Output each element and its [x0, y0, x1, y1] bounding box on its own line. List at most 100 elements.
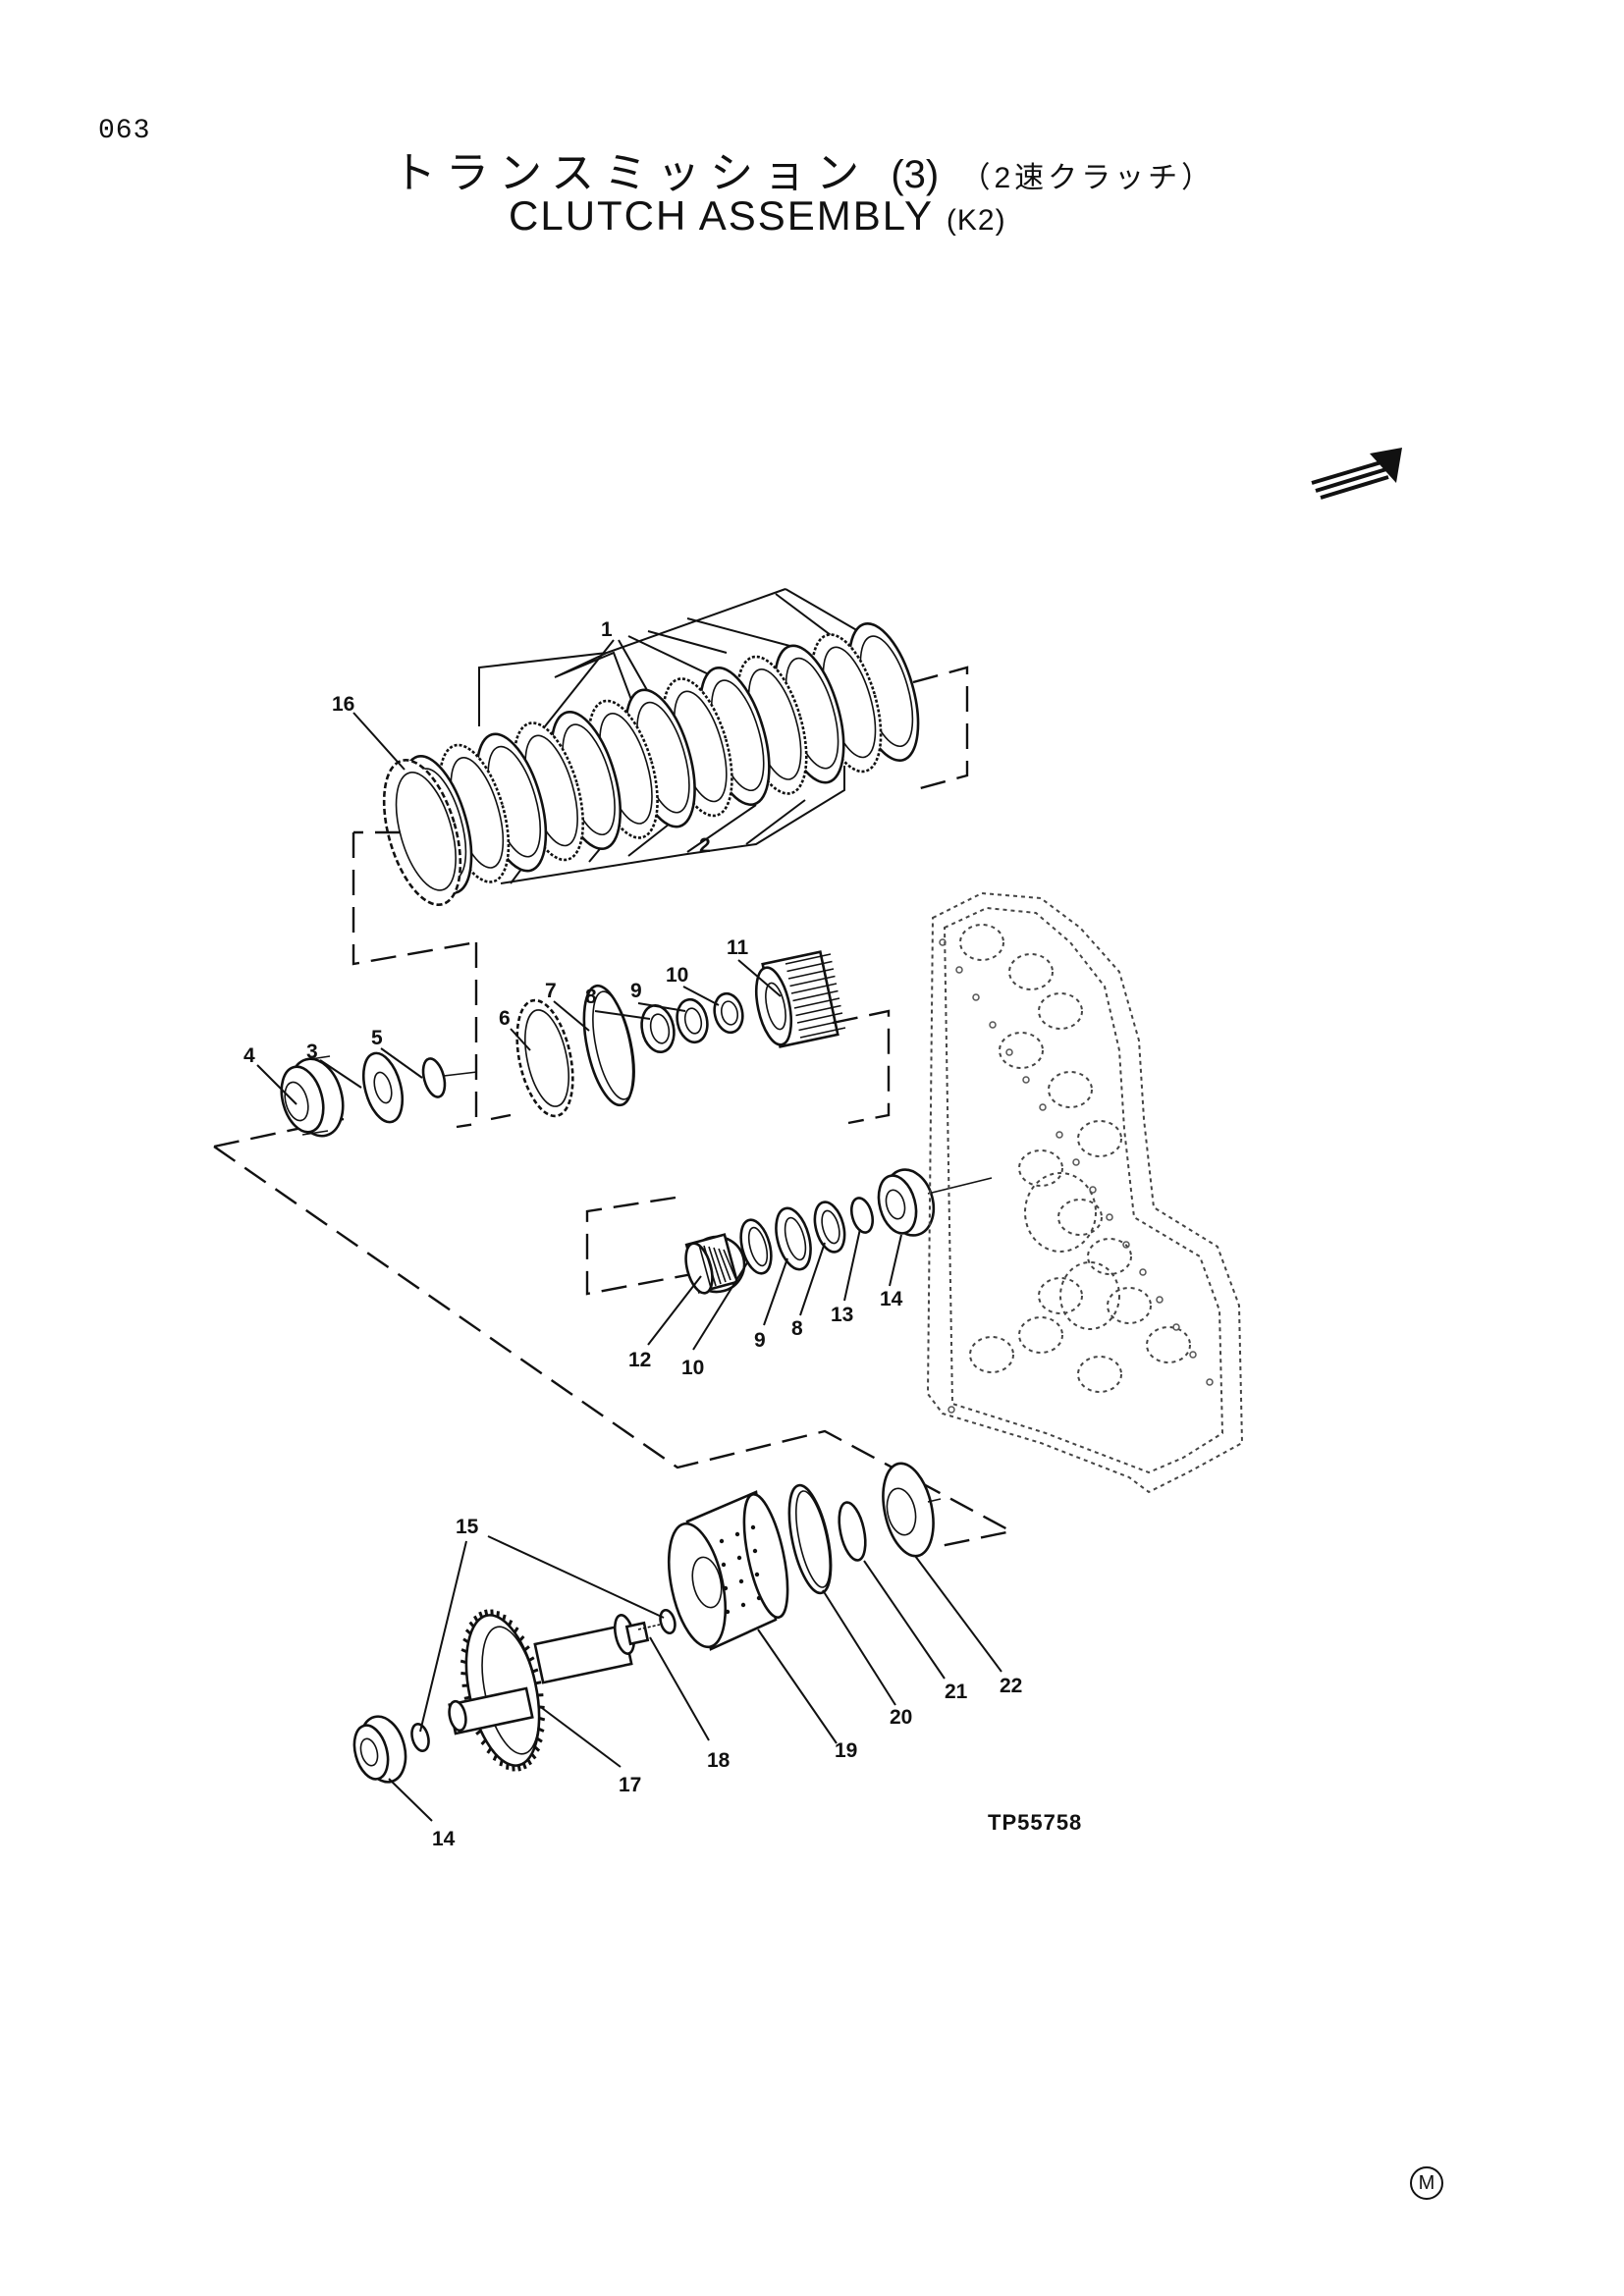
callout-7: 7	[545, 980, 557, 1002]
gear-tooth	[793, 997, 840, 1009]
housing-bore	[1059, 1261, 1120, 1330]
drum-hole	[723, 1585, 729, 1591]
drum-hole	[754, 1572, 760, 1577]
housing-bore	[1024, 1172, 1097, 1253]
title-en-sub: (K2)	[946, 204, 1006, 237]
drum-hole	[721, 1562, 727, 1568]
bearing-group	[585, 1168, 993, 1296]
gear-tooth	[789, 975, 836, 988]
bolt-hole	[1139, 1268, 1147, 1276]
bolt-hole	[1005, 1048, 1013, 1056]
callout-9b: 9	[754, 1329, 766, 1352]
bolt-hole	[1022, 1076, 1030, 1084]
corner-mark: M	[1410, 2166, 1443, 2200]
needle-roller	[703, 1245, 717, 1287]
gear-tooth	[538, 1716, 546, 1722]
gear-tooth	[787, 968, 835, 980]
callout-5: 5	[371, 1027, 383, 1049]
bolt-hole	[1056, 1131, 1063, 1139]
gear-tooth	[502, 1614, 507, 1622]
gear-tooth	[516, 1764, 521, 1772]
bolt-hole	[1106, 1213, 1113, 1221]
gear-tooth	[468, 1621, 475, 1629]
gear-tooth	[518, 1634, 525, 1642]
plate-16	[382, 759, 462, 906]
bolt-hole	[1089, 1186, 1097, 1194]
housing-cavity	[999, 1032, 1044, 1069]
gear-tooth	[537, 1727, 545, 1733]
gear-tooth	[523, 1645, 530, 1652]
drum-hole	[756, 1595, 762, 1601]
housing-cavity	[1018, 1316, 1063, 1354]
bolt-hole	[1072, 1158, 1080, 1166]
drum-hole	[750, 1524, 756, 1530]
gear-tooth	[790, 983, 838, 994]
callout-14b: 14	[432, 1828, 456, 1850]
housing-cavity	[1018, 1149, 1063, 1187]
housing-cavity	[1038, 1277, 1083, 1314]
gear-tooth	[463, 1695, 471, 1700]
middle-group	[213, 942, 891, 1148]
callout-16: 16	[332, 693, 354, 716]
drum-hole	[719, 1538, 725, 1544]
gear-tooth	[513, 1627, 519, 1633]
housing-cavity	[1077, 1356, 1122, 1393]
gear-tooth	[460, 1672, 467, 1676]
page-number: 063	[98, 116, 151, 146]
callout-18: 18	[707, 1749, 731, 1772]
callout-8: 8	[585, 986, 597, 1008]
needle-roller	[723, 1249, 736, 1279]
gear-tooth	[521, 1762, 527, 1770]
housing-cavity	[1077, 1120, 1122, 1157]
gear-tooth	[486, 1747, 493, 1754]
gear-tooth	[475, 1729, 482, 1735]
callout-13: 13	[831, 1304, 853, 1326]
gear-tooth	[530, 1752, 537, 1760]
gear-tooth	[536, 1736, 543, 1743]
gear-tooth	[499, 1759, 504, 1767]
housing-cavity	[1048, 1071, 1093, 1108]
gear-tooth	[473, 1615, 479, 1623]
transmission-housing	[926, 891, 1244, 1494]
gear-tooth	[480, 1738, 487, 1746]
title-jp-main: トランスミッション	[393, 149, 870, 197]
callout-9: 9	[630, 980, 642, 1002]
bolt-hole	[955, 966, 963, 974]
callout-14: 14	[880, 1288, 903, 1310]
needle-roller	[718, 1248, 731, 1281]
gear-11	[754, 950, 846, 1048]
title-english: CLUTCH ASSEMBLY (K2)	[509, 192, 1006, 240]
callout-10: 10	[666, 964, 688, 987]
callout-3: 3	[306, 1041, 318, 1063]
gear-tooth	[792, 989, 839, 1002]
housing-cavity	[1008, 953, 1054, 990]
housing-cavity	[1087, 1238, 1132, 1275]
callout-22: 22	[1000, 1675, 1022, 1697]
bolt-hole	[947, 1406, 955, 1414]
gear-tooth	[478, 1611, 484, 1619]
bolt-hole	[1156, 1296, 1164, 1304]
callout-labels: 1 2 3 4 5 6 7 8 9 10 11 16 12 10 9 8 13 …	[244, 618, 1022, 1850]
bolt-hole	[972, 993, 980, 1001]
gear-tooth	[496, 1611, 500, 1618]
title-jp-number: (3)	[891, 153, 940, 196]
gear-tooth	[484, 1609, 489, 1617]
housing-cavity	[969, 1336, 1014, 1373]
bolt-hole	[1122, 1241, 1130, 1249]
bolt-hole	[1206, 1378, 1214, 1386]
gear-tooth	[533, 1745, 541, 1752]
shaft-group	[352, 1462, 942, 1784]
callout-6: 6	[499, 1007, 511, 1030]
housing-cavity	[1057, 1199, 1103, 1236]
callout-1: 1	[601, 618, 613, 641]
gear-tooth	[492, 1754, 498, 1761]
gear-tooth	[526, 1758, 532, 1766]
gear-tooth	[786, 960, 833, 973]
callout-12: 12	[628, 1349, 651, 1371]
drum-hole	[736, 1555, 742, 1561]
drawing-code: TP55758	[988, 1810, 1082, 1835]
callout-17: 17	[619, 1774, 641, 1796]
title-japanese: トランスミッション (3) （2速クラッチ）	[393, 137, 1215, 200]
plate-16-inner	[395, 772, 457, 891]
